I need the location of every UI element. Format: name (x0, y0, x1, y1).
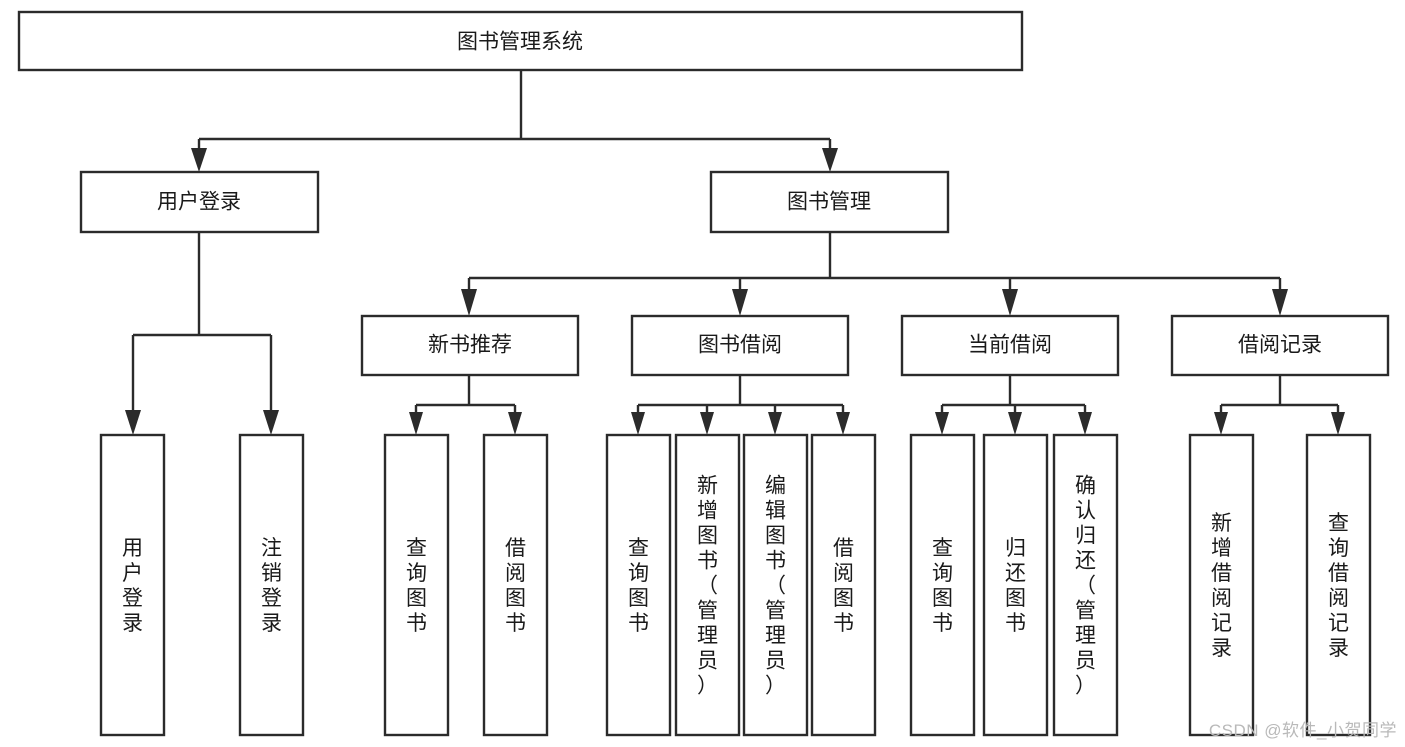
leaf-borrow-book-2-label: 借阅图书 (833, 537, 854, 635)
leaf-node[interactable]: 注销登录 (238, 433, 305, 737)
leaf-query-book-3-box[interactable] (909, 433, 976, 737)
arrowhead-leaf-add-record (1214, 412, 1228, 435)
arrowhead-leaf-return-book (1008, 412, 1022, 435)
arrowhead-leaf-confirm-return (1078, 412, 1092, 435)
arrowhead-book-borrow (732, 289, 748, 316)
leaf-user-login-box[interactable] (99, 433, 166, 737)
leaf-query-record-label: 查询借阅记录 (1328, 512, 1349, 660)
new-book-recommend-box[interactable] (360, 314, 580, 377)
node-book-borrow[interactable]: 图书借阅 (630, 314, 850, 377)
leaf-confirm-return-box[interactable] (1052, 433, 1119, 737)
leaf-add-record-label: 新增借阅记录 (1211, 512, 1232, 660)
book-borrow-label: 图书借阅 (698, 334, 782, 357)
arrowhead-current-borrow (1002, 289, 1018, 316)
arrowhead-leaf-borrow-book-2 (836, 412, 850, 435)
user-login-label: 用户登录 (157, 191, 241, 214)
node-new-book-recommend[interactable]: 新书推荐 (360, 314, 580, 377)
leaf-add-book-label: 新增图书（管理员） (697, 475, 718, 698)
current-borrow-box[interactable] (900, 314, 1120, 377)
leaf-borrow-book-1-label: 借阅图书 (505, 537, 526, 635)
leaf-edit-book-box[interactable] (742, 433, 809, 737)
arrowhead-leaf-query-record (1331, 412, 1345, 435)
arrowhead-leaf-query-book-2 (631, 412, 645, 435)
leaf-query-book-1-box[interactable] (383, 433, 450, 737)
leaf-edit-book-label: 编辑图书（管理员） (765, 475, 786, 698)
arrowhead-leaf-query-book-1 (409, 412, 423, 435)
leaf-node[interactable]: 新增图书（管理员） (674, 433, 741, 737)
leaf-borrow-book-1-box[interactable] (482, 433, 549, 737)
current-borrow-label: 当前借阅 (968, 334, 1052, 357)
leaf-query-book-2-label: 查询图书 (628, 537, 649, 635)
leaf-user-login-label: 用户登录 (122, 537, 143, 635)
arrowhead-leaf-borrow-book-1 (508, 412, 522, 435)
node-current-borrow[interactable]: 当前借阅 (900, 314, 1120, 377)
user-login-box[interactable] (79, 170, 320, 234)
book-manage-label: 图书管理 (787, 191, 871, 214)
arrowhead-leaf-query-book-3 (935, 412, 949, 435)
arrowhead-leaf-edit-book (768, 412, 782, 435)
arrowhead-leaf-logout (263, 410, 279, 435)
leaf-add-record-box[interactable] (1188, 433, 1255, 737)
leaf-logout-label: 注销登录 (261, 537, 282, 635)
arrowhead-borrow-record (1272, 289, 1288, 316)
leaf-confirm-return-label: 确认归还（管理员） (1075, 475, 1096, 698)
arrowhead-book-manage (822, 148, 838, 172)
arrowhead-leaf-user-login (125, 410, 141, 435)
node-root[interactable]: 图书管理系统 (17, 10, 1024, 72)
leaf-node[interactable]: 查询图书 (605, 433, 672, 737)
leaf-query-book-1-label: 查询图书 (406, 537, 427, 635)
node-user-login[interactable]: 用户登录 (79, 170, 320, 234)
leaf-node[interactable]: 查询借阅记录 (1305, 433, 1372, 737)
new-book-recommend-label: 新书推荐 (428, 334, 512, 357)
leaf-nodes-layer: 用户登录 注销登录 查询图书 借阅图书 查询图书 新增图书（管理员） 编辑图书（管理员） 借阅… (99, 433, 1372, 737)
leaf-return-book-label: 归还图书 (1005, 537, 1026, 635)
arrowhead-user-login (191, 148, 207, 172)
connectors-layer (125, 70, 1345, 435)
leaf-borrow-book-2-box[interactable] (810, 433, 877, 737)
borrow-record-box[interactable] (1170, 314, 1390, 377)
arrowhead-leaf-add-book (700, 412, 714, 435)
root-label: 图书管理系统 (457, 31, 583, 54)
leaf-node[interactable]: 用户登录 (99, 433, 166, 737)
leaf-node[interactable]: 归还图书 (982, 433, 1049, 737)
leaf-query-book-2-box[interactable] (605, 433, 672, 737)
node-book-manage[interactable]: 图书管理 (709, 170, 950, 234)
arrowhead-new-book-rec (461, 289, 477, 316)
root-box[interactable] (17, 10, 1024, 72)
book-borrow-box[interactable] (630, 314, 850, 377)
leaf-logout-box[interactable] (238, 433, 305, 737)
book-manage-box[interactable] (709, 170, 950, 234)
leaf-node[interactable]: 借阅图书 (482, 433, 549, 737)
leaf-node[interactable]: 新增借阅记录 (1188, 433, 1255, 737)
leaf-node[interactable]: 查询图书 (909, 433, 976, 737)
leaf-return-book-box[interactable] (982, 433, 1049, 737)
node-borrow-record[interactable]: 借阅记录 (1170, 314, 1390, 377)
leaf-node[interactable]: 借阅图书 (810, 433, 877, 737)
csdn-watermark: CSDN @软件_小贺同学 (1208, 721, 1397, 740)
leaf-node[interactable]: 查询图书 (383, 433, 450, 737)
leaf-node[interactable]: 编辑图书（管理员） (742, 433, 809, 737)
leaf-add-book-box[interactable] (674, 433, 741, 737)
leaf-node[interactable]: 确认归还（管理员） (1052, 433, 1119, 737)
borrow-record-label: 借阅记录 (1238, 334, 1322, 357)
leaf-query-record-box[interactable] (1305, 433, 1372, 737)
leaf-query-book-3-label: 查询图书 (932, 537, 953, 635)
